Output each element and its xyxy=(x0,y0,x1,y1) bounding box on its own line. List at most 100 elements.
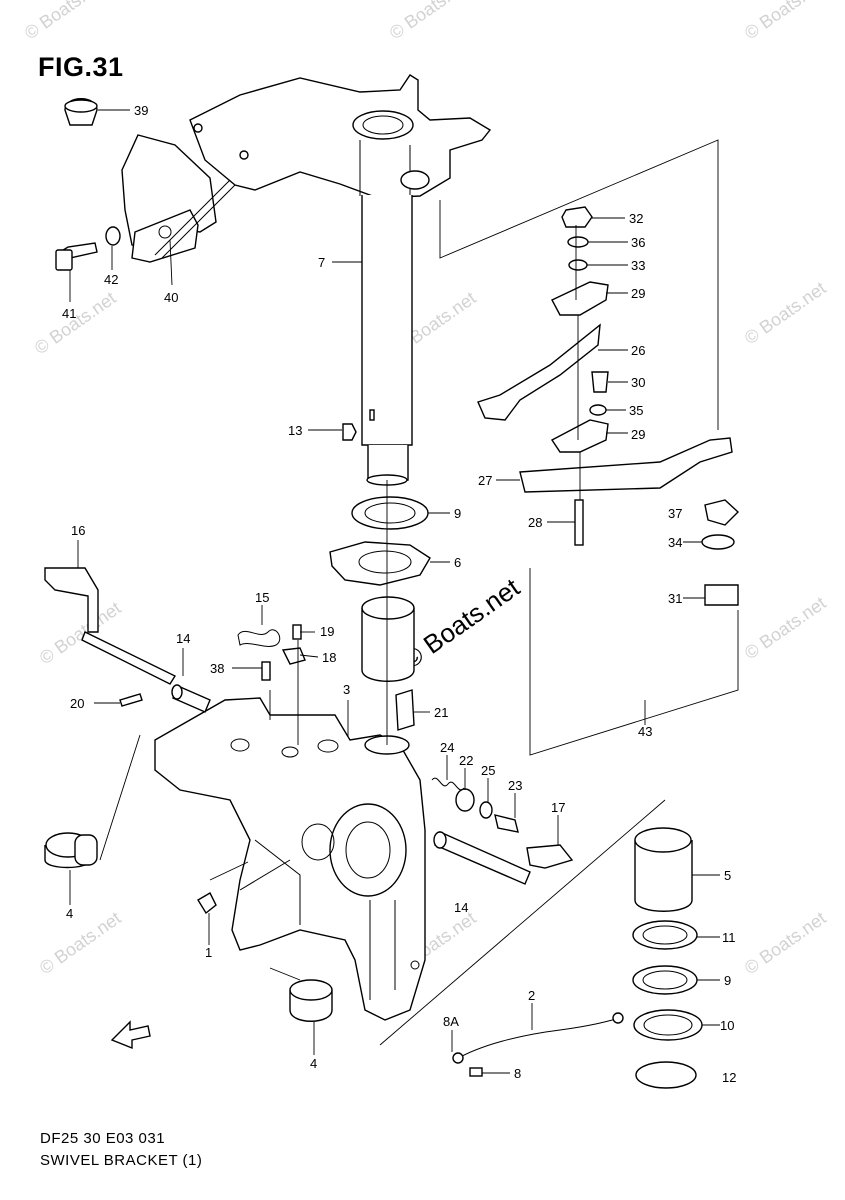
callout-41: 41 xyxy=(62,306,76,321)
callout-3: 3 xyxy=(343,682,350,697)
steering-shaft-7 xyxy=(361,195,413,486)
fwd-arrow-icon xyxy=(110,1020,151,1050)
drawing-caption: SWIVEL BRACKET (1) xyxy=(40,1152,203,1169)
stud-28 xyxy=(574,499,584,546)
callout-23: 23 xyxy=(508,778,522,793)
steering-bracket xyxy=(189,74,492,199)
callout-8A: 8A xyxy=(443,1014,459,1029)
callout-16: 16 xyxy=(71,523,85,538)
watermark-text: © Boats.net xyxy=(741,278,830,348)
callout-35: 35 xyxy=(629,403,643,418)
callout-17: 17 xyxy=(551,800,565,815)
key-13 xyxy=(342,423,357,441)
callout-33: 33 xyxy=(631,258,645,273)
plug-39 xyxy=(64,98,98,126)
assembly-lines xyxy=(99,139,739,1046)
washer-36 xyxy=(567,236,589,248)
callout-22: 22 xyxy=(459,753,473,768)
bracket-40 xyxy=(121,134,236,263)
callout-19: 19 xyxy=(320,624,334,639)
callout-36: 36 xyxy=(631,235,645,250)
callout-6: 6 xyxy=(454,555,461,570)
callout-20: 20 xyxy=(70,696,84,711)
washer-8A xyxy=(452,1052,464,1064)
callout-26: 26 xyxy=(631,343,645,358)
bolt-41 xyxy=(55,242,98,271)
watermark-text: © Boats.net xyxy=(31,288,120,358)
callout-18: 18 xyxy=(322,650,336,665)
bushing-3 xyxy=(361,596,415,682)
bushing-4-left xyxy=(44,832,98,869)
washer-42 xyxy=(105,226,121,246)
callout-31: 31 xyxy=(668,591,682,606)
callout-14-upper: 14 xyxy=(176,631,190,646)
callout-25: 25 xyxy=(481,763,495,778)
watermark-main: © Boats.net xyxy=(396,572,525,675)
spacer-21 xyxy=(395,689,415,731)
drawing-code: DF25 30 E03 031 xyxy=(40,1130,166,1147)
spring-15 xyxy=(237,629,281,647)
callout-30: 30 xyxy=(631,375,645,390)
bolt-38 xyxy=(261,661,271,681)
callout-9-lower: 9 xyxy=(724,973,731,988)
watermark-text: © Boats.net xyxy=(741,908,830,978)
plate-29-lower xyxy=(550,419,609,453)
callout-42: 42 xyxy=(104,272,118,287)
ball-joint-31 xyxy=(704,584,739,606)
ground-wire-2 xyxy=(454,1017,621,1061)
bushing-4-bottom xyxy=(289,979,333,1022)
tilt-lever-16 xyxy=(44,567,177,685)
plate-6 xyxy=(329,541,431,586)
pin-14-upper xyxy=(171,684,211,713)
callout-12: 12 xyxy=(722,1070,736,1085)
swivel-bracket-body xyxy=(154,697,426,1021)
pin-30 xyxy=(591,371,609,393)
callout-43: 43 xyxy=(638,724,652,739)
callout-15: 15 xyxy=(255,590,269,605)
circlip-12 xyxy=(635,1061,697,1089)
pin-20 xyxy=(119,693,143,707)
ring-11 xyxy=(632,920,698,950)
callout-5: 5 xyxy=(724,868,731,883)
callout-9-upper: 9 xyxy=(454,506,461,521)
callout-32: 32 xyxy=(629,211,643,226)
spring-24 xyxy=(431,777,465,791)
callout-37: 37 xyxy=(668,506,682,521)
washer-33 xyxy=(568,259,588,271)
callout-29-upper: 29 xyxy=(631,286,645,301)
washer-10 xyxy=(633,1009,703,1041)
callout-21: 21 xyxy=(434,705,448,720)
link-27 xyxy=(519,437,733,493)
nut-32 xyxy=(561,206,593,228)
callout-27: 27 xyxy=(478,473,492,488)
callout-labels: 39 41 42 40 7 13 9 6 32 36 33 29 26 30 3… xyxy=(62,103,736,1085)
callout-14-lower: 14 xyxy=(454,900,468,915)
callout-24: 24 xyxy=(440,740,454,755)
callout-4-left: 4 xyxy=(66,906,73,921)
callout-29-lower: 29 xyxy=(631,427,645,442)
washer-9-upper xyxy=(351,496,429,530)
bolt-19 xyxy=(292,624,302,640)
callout-8: 8 xyxy=(514,1066,521,1081)
leader-lines xyxy=(69,109,720,1074)
clip-18 xyxy=(281,647,306,665)
watermark-text: © Boats.net xyxy=(741,0,830,43)
washer-34 xyxy=(701,534,735,550)
callout-39: 39 xyxy=(134,103,148,118)
callout-34: 34 xyxy=(668,535,682,550)
watermark-text: © Boats.net xyxy=(36,598,125,668)
callout-7: 7 xyxy=(318,255,325,270)
washer-35 xyxy=(589,404,607,416)
shaft-14-lower xyxy=(433,831,531,885)
watermark-text: © Boats.net xyxy=(36,908,125,978)
grease-nipple-1 xyxy=(197,892,217,915)
screw-8 xyxy=(469,1067,483,1077)
figure-title: FIG.31 xyxy=(38,52,124,82)
plate-29-upper xyxy=(551,281,609,316)
watermark-text: © Boats.net xyxy=(21,0,110,43)
nut-37 xyxy=(704,499,740,526)
callout-38: 38 xyxy=(210,661,224,676)
callout-1: 1 xyxy=(205,945,212,960)
callout-13: 13 xyxy=(288,423,302,438)
